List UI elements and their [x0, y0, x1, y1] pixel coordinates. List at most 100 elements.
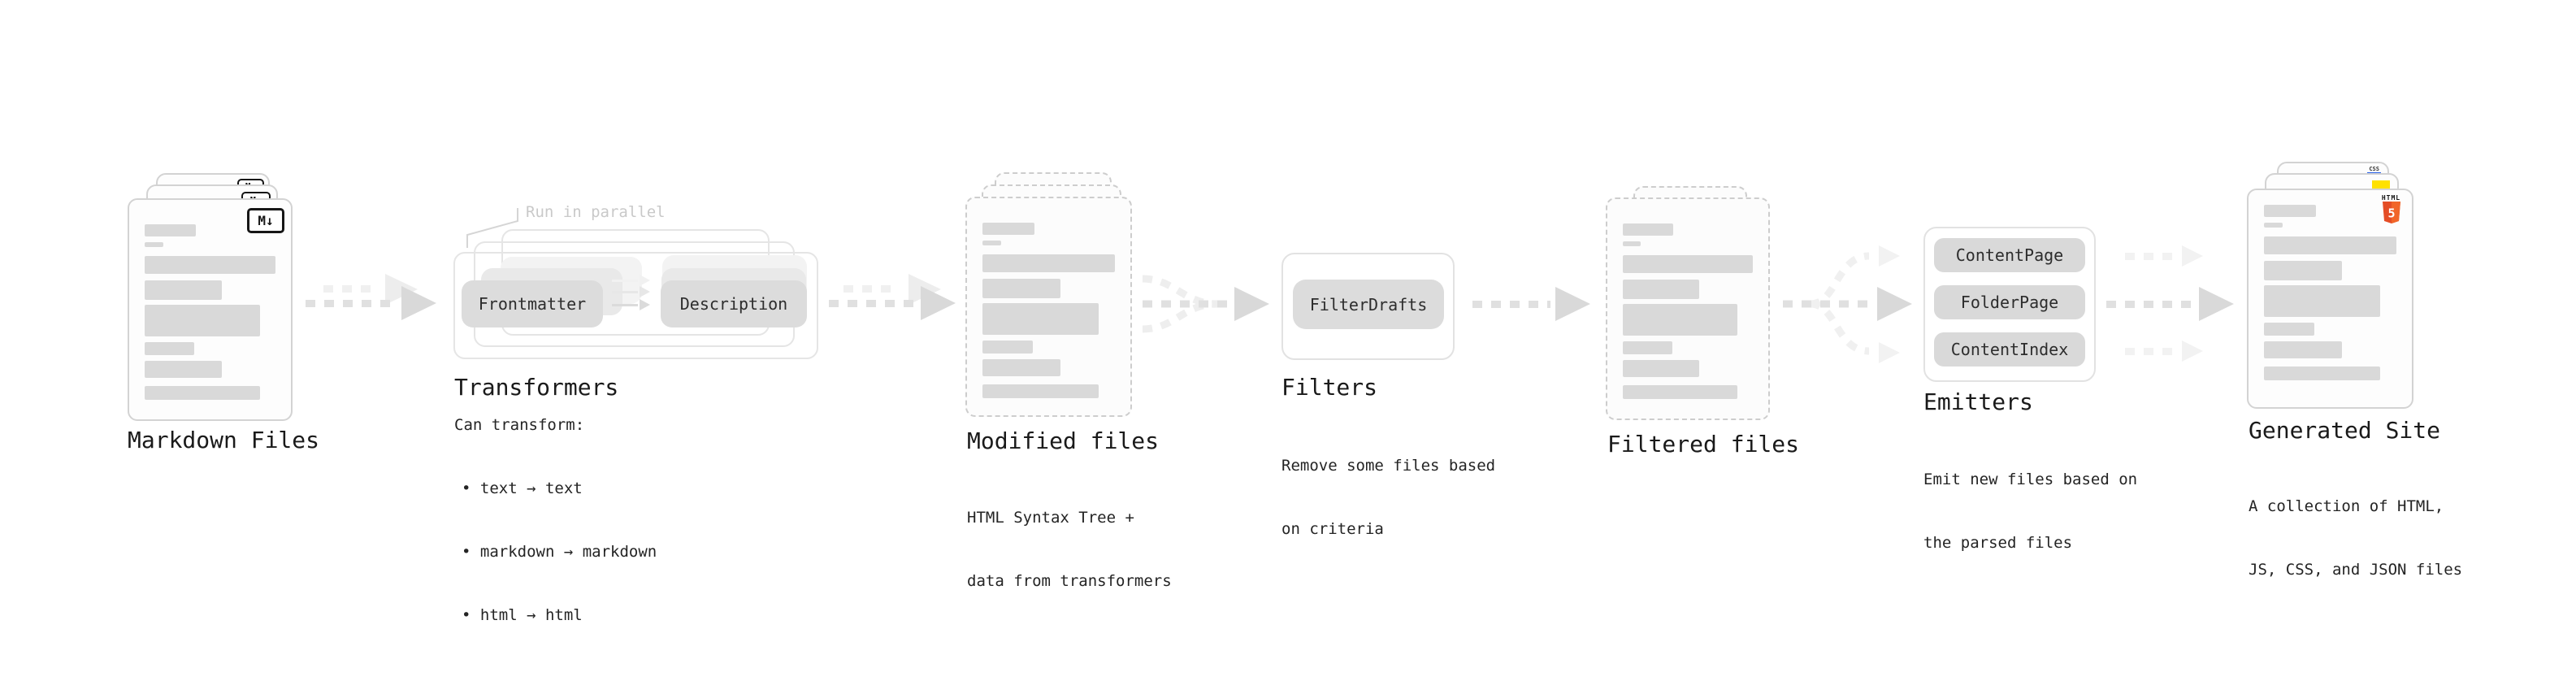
modified-files-desc: HTML Syntax Tree + data from transformer…: [967, 465, 1172, 634]
text-placeholder-bar: [145, 361, 222, 378]
dashed-arrow-line: [2125, 253, 2180, 260]
parallel-arrow-line: [612, 280, 638, 282]
run-in-parallel-leader-line: [466, 208, 518, 248]
dashed-arrow-line: [323, 285, 371, 293]
transformers-frame-front: [453, 252, 818, 359]
html5-shield-icon: 5: [2382, 202, 2400, 223]
generated-file-card-html: HTML 5: [2247, 189, 2413, 409]
emitters-desc: Emit new files based on the parsed files: [1923, 427, 2137, 596]
dashed-arrow-line: [2106, 301, 2196, 308]
parallel-arrow-line: [612, 291, 638, 293]
modified-file-card-front: [965, 197, 1132, 417]
arrow-head-icon: [640, 299, 650, 310]
bullet-item: • text → text: [462, 479, 583, 497]
file-content-placeholder: [2264, 205, 2396, 380]
run-in-parallel-label: Run in parallel: [526, 203, 666, 221]
arrow-head-icon: [640, 275, 650, 286]
stage-title-modified-files: Modified files: [967, 427, 1160, 454]
text-placeholder-bar: [145, 224, 196, 236]
desc-line: Remove some files based: [1281, 457, 1496, 475]
text-placeholder-bar: [1623, 341, 1672, 354]
text-placeholder-bar: [982, 223, 1034, 235]
text-placeholder-bar: [1623, 360, 1700, 377]
text-placeholder-bar: [2264, 285, 2381, 317]
filtered-file-card-front: [1606, 197, 1770, 420]
desc-line: HTML Syntax Tree +: [967, 509, 1134, 527]
desc-line: on criteria: [1281, 520, 1384, 538]
desc-line: JS, CSS, and JSON files: [2249, 561, 2463, 579]
file-content-placeholder: [145, 224, 275, 400]
arrow-head-icon: [1877, 287, 1912, 321]
text-placeholder-bar: [2264, 205, 2316, 217]
text-placeholder-bar: [1623, 223, 1674, 236]
arrow-head-icon: [2182, 245, 2203, 267]
filters-desc: Remove some files based on criteria: [1281, 413, 1495, 582]
text-placeholder-bar: [982, 384, 1099, 398]
arrow-head-icon: [1234, 287, 1269, 321]
dashed-arrow-line: [1472, 301, 1550, 308]
text-placeholder-bar: [982, 303, 1099, 335]
text-placeholder-bar: [2264, 323, 2314, 336]
stage-title-markdown-files: Markdown Files: [128, 427, 320, 453]
desc-line: A collection of HTML,: [2249, 497, 2444, 515]
arrow-head-icon: [2199, 287, 2234, 321]
stage-title-generated-site: Generated Site: [2249, 417, 2441, 444]
text-placeholder-bar: [2264, 223, 2283, 228]
markdown-file-card-front: M↓: [128, 198, 293, 421]
arrow-head-icon: [401, 286, 436, 320]
text-placeholder-bar: [1623, 241, 1641, 246]
arrow-head-icon: [1879, 245, 1900, 267]
generated-site-desc: A collection of HTML, JS, CSS, and JSON …: [2249, 453, 2462, 622]
text-placeholder-bar: [2264, 367, 2381, 380]
emitter-pill-contentpage: ContentPage: [1934, 238, 2085, 272]
stage-title-filters: Filters: [1281, 374, 1378, 401]
text-placeholder-bar: [145, 305, 260, 336]
dashed-arrow-line: [306, 300, 398, 307]
svg-text:5: 5: [2387, 206, 2395, 221]
parallel-arrow-line: [612, 304, 638, 306]
dashed-arrow-line: [829, 300, 913, 307]
text-placeholder-bar: [145, 242, 163, 247]
file-content-placeholder: [1623, 223, 1753, 399]
markdown-icon: M↓: [247, 208, 284, 233]
transformers-bullet-list: • text → text • markdown → markdown • ht…: [462, 436, 657, 668]
text-placeholder-bar: [1623, 280, 1700, 299]
arrow-head-icon: [640, 286, 650, 297]
text-placeholder-bar: [982, 359, 1061, 376]
desc-line: data from transformers: [967, 572, 1172, 590]
bullet-item: • markdown → markdown: [462, 543, 657, 561]
diverging-dashed-paths: [1783, 252, 1876, 355]
arrow-head-icon: [1555, 287, 1590, 321]
file-content-placeholder: [982, 223, 1115, 398]
text-placeholder-bar: [982, 254, 1115, 272]
converging-dashed-paths: [1142, 275, 1232, 333]
text-placeholder-bar: [145, 386, 260, 400]
filter-pill-filterdrafts: FilterDrafts: [1293, 280, 1444, 329]
bullet-item: • html → html: [462, 606, 583, 624]
transformer-pill-description: Description: [661, 280, 807, 327]
text-placeholder-bar: [2264, 341, 2343, 358]
transformers-desc-heading: Can transform:: [454, 416, 585, 434]
stage-title-filtered-files: Filtered files: [1607, 431, 1800, 458]
js-icon: [2372, 180, 2390, 189]
emitter-pill-contentindex: ContentIndex: [1934, 332, 2085, 367]
text-placeholder-bar: [982, 340, 1033, 354]
text-placeholder-bar: [2264, 261, 2343, 280]
dashed-arrow-line: [2125, 348, 2180, 355]
transformer-pill-frontmatter: Frontmatter: [462, 280, 603, 327]
html5-icon: HTML 5: [2380, 194, 2402, 227]
arrow-head-icon: [2182, 340, 2203, 362]
desc-line: Emit new files based on: [1923, 471, 2138, 488]
text-placeholder-bar: [1623, 385, 1737, 399]
stage-title-emitters: Emitters: [1923, 388, 2033, 415]
desc-line: the parsed files: [1923, 534, 2073, 552]
arrow-head-icon: [921, 286, 956, 320]
text-placeholder-bar: [145, 256, 275, 274]
text-placeholder-bar: [2264, 236, 2396, 254]
text-placeholder-bar: [982, 279, 1061, 298]
stage-title-transformers: Transformers: [454, 374, 619, 401]
text-placeholder-bar: [1623, 304, 1737, 336]
html5-icon-label: HTML: [2381, 194, 2401, 202]
text-placeholder-bar: [145, 342, 195, 355]
